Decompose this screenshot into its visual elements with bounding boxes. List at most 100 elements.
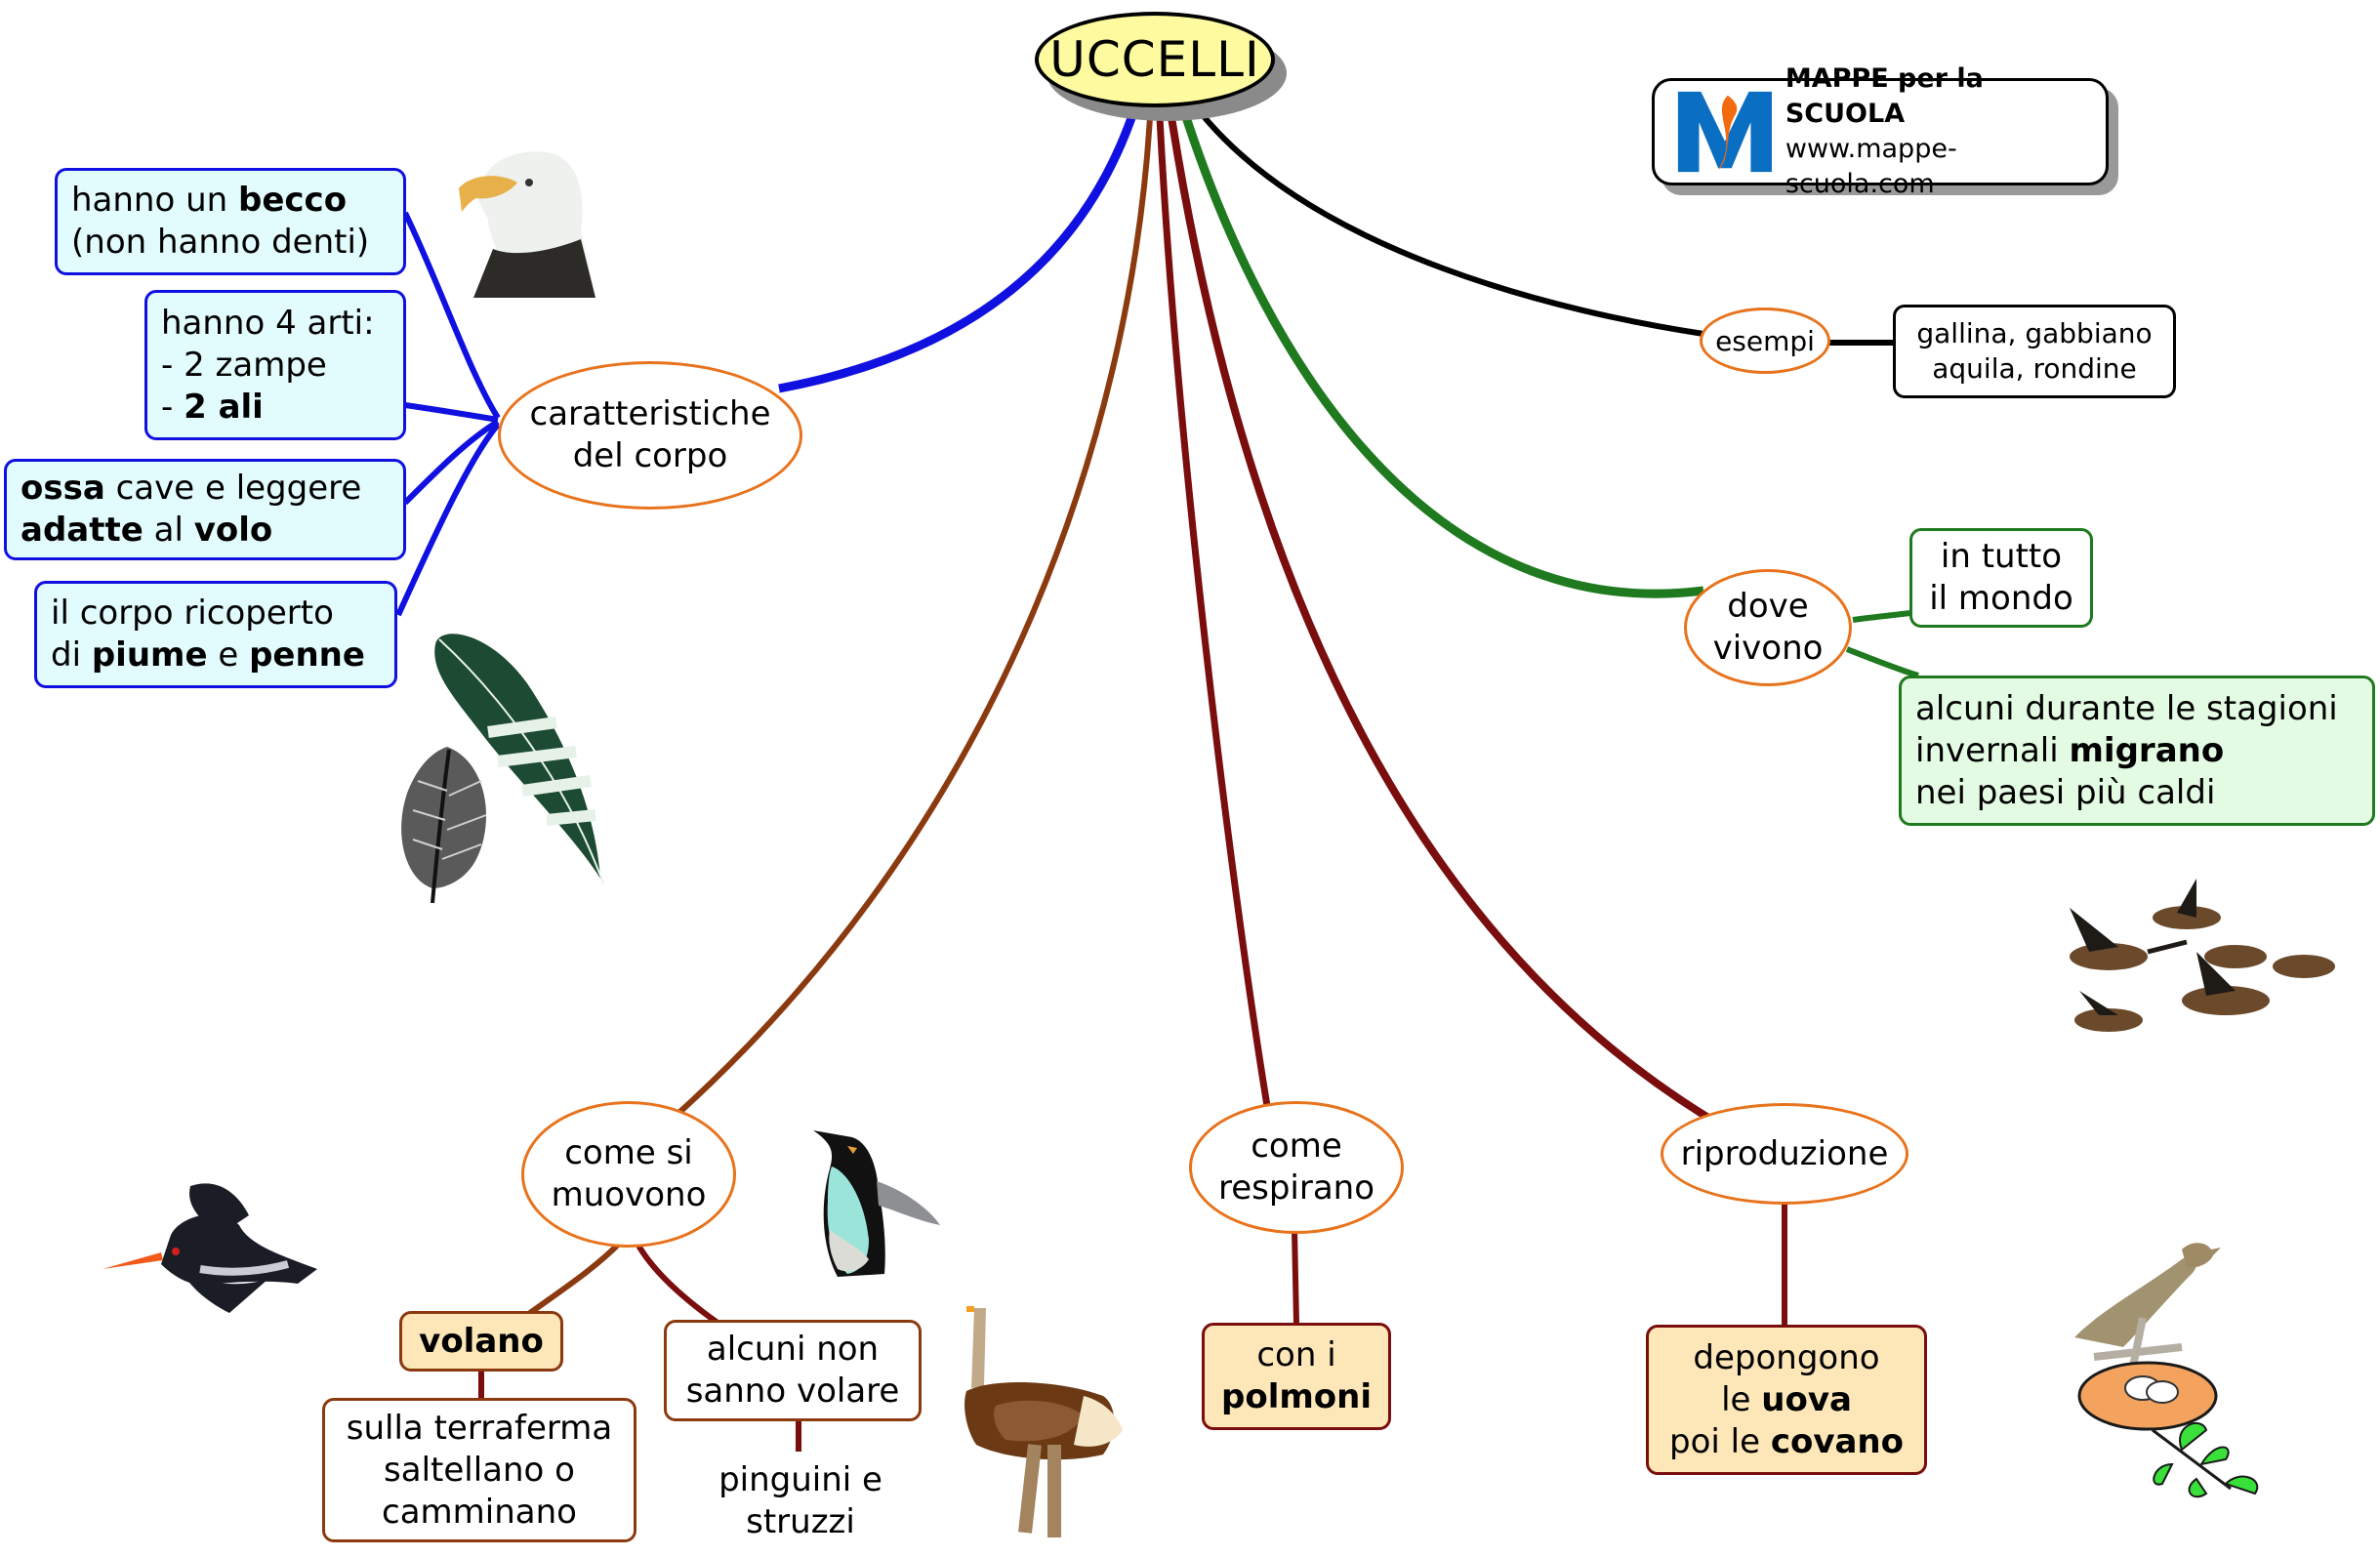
green-feather-illustration <box>434 634 604 884</box>
link-breathing-answer <box>1292 1229 1299 1325</box>
central-topic-uccelli[interactable]: UCCELLI <box>1035 12 1275 107</box>
node-examples[interactable]: esempi <box>1700 307 1830 374</box>
text-run: (non hanno denti) <box>71 223 370 262</box>
node-label: esempi <box>1715 324 1815 357</box>
text-line: - 2 ali <box>161 387 375 429</box>
bold-keyword: migrano <box>2069 730 2225 770</box>
node-label-line: vivono <box>1712 629 1824 668</box>
movement-line: sulla terraferma <box>346 1408 613 1448</box>
text-line: le uova <box>1669 1379 1904 1421</box>
text-line: poi le covano <box>1669 1421 1904 1463</box>
link-flightless <box>632 1236 719 1326</box>
node-label-line: del corpo <box>572 436 728 475</box>
text-run: hanno 4 arti: <box>161 303 375 343</box>
bold-keyword: ossa <box>21 469 105 508</box>
text-run: con i <box>1256 1335 1336 1374</box>
bold-keyword: 2 ali <box>184 387 264 427</box>
text-line: nei paesi più caldi <box>1915 772 2338 814</box>
text-run: di <box>51 635 92 675</box>
node-reproduction[interactable]: riproduzione <box>1661 1103 1908 1205</box>
text-run: hanno un <box>71 181 238 220</box>
node-label: riproduzione <box>1680 1133 1889 1173</box>
habitat-line: il mondo <box>1929 579 2073 618</box>
node-label-line: dove <box>1727 587 1809 626</box>
fact-beak[interactable]: hanno un becco(non hanno denti) <box>55 168 406 275</box>
node-body-characteristics[interactable]: caratteristiche del corpo <box>498 361 802 510</box>
text-line: invernali migrano <box>1915 730 2338 772</box>
text-line: di piume e penne <box>51 635 365 676</box>
text-line: polmoni <box>1221 1376 1372 1418</box>
movement-line: camminano <box>382 1492 577 1532</box>
link-movement <box>671 116 1153 1121</box>
logo-mappe-scuola[interactable]: MAPPE per la SCUOLA www.mappe-scuola.com <box>1652 63 2109 199</box>
text-run: invernali <box>1915 730 2070 770</box>
movement-fly[interactable]: volano <box>399 1311 563 1372</box>
node-label-line: come <box>1251 1127 1342 1166</box>
movement-ground[interactable]: sulla terraferma saltellano o camminano <box>322 1398 636 1542</box>
text-run: depongono <box>1693 1337 1880 1377</box>
node-label-line: caratteristiche <box>529 394 771 433</box>
movement-flightless[interactable]: alcuni non sanno volare <box>664 1320 922 1421</box>
fact-limbs[interactable]: hanno 4 arti:- 2 zampe- 2 ali <box>144 290 406 440</box>
link-body <box>778 113 1137 393</box>
text-run: poi le <box>1669 1421 1771 1461</box>
text-run: nei paesi più caldi <box>1915 772 2216 812</box>
central-topic-label: UCCELLI <box>1049 30 1260 88</box>
text-line: depongono <box>1669 1337 1904 1379</box>
node-habitat[interactable]: dove vivono <box>1684 569 1852 686</box>
node-breathing[interactable]: come respirano <box>1189 1101 1404 1234</box>
habitat-line: in tutto <box>1940 537 2063 576</box>
link-examples <box>1200 113 1704 337</box>
text-line: con i <box>1221 1334 1372 1376</box>
mappe-logo-icon <box>1677 91 1772 173</box>
movement-line: saltellano o <box>384 1450 575 1490</box>
bold-keyword: piume <box>91 635 208 675</box>
bold-keyword: becco <box>238 181 348 220</box>
bold-keyword: volo <box>193 511 273 550</box>
text-run: - <box>161 387 185 427</box>
ostrich-illustration <box>964 1306 1123 1537</box>
logo-url[interactable]: www.mappe-scuola.com <box>1785 134 1957 199</box>
movement-fly-label: volano <box>419 1321 544 1361</box>
link-fact-beak <box>402 211 501 420</box>
penguin-illustration <box>813 1130 940 1277</box>
text-run: alcuni durante le stagioni <box>1915 688 2338 728</box>
node-label-line: muovono <box>551 1175 707 1214</box>
eagle-head-illustration <box>459 151 595 298</box>
examples-line: aquila, rondine <box>1932 352 2137 385</box>
text-line: alcuni durante le stagioni <box>1915 688 2338 730</box>
link-fact-feathers <box>395 423 501 617</box>
logo-name: MAPPE per la SCUOLA <box>1785 63 1984 129</box>
bold-keyword: adatte <box>21 511 144 550</box>
bird-on-nest-illustration <box>2074 1243 2259 1498</box>
link-habitat-everywhere <box>1852 610 1911 623</box>
link-reproduction <box>1168 116 1711 1122</box>
text-run: il corpo ricoperto <box>51 594 334 633</box>
movement-line: alcuni non <box>706 1330 880 1369</box>
movement-line: sanno volare <box>685 1372 900 1411</box>
text-line: (non hanno denti) <box>71 222 369 264</box>
text-run: - 2 zampe <box>161 345 327 385</box>
habitat-everywhere[interactable]: in tutto il mondo <box>1909 528 2093 628</box>
movement-line: pinguini e <box>718 1460 882 1499</box>
examples-line: gallina, gabbiano <box>1916 317 2153 349</box>
rich-text: hanno 4 arti:- 2 zampe- 2 ali <box>161 303 375 429</box>
text-run: cave e leggere <box>104 469 362 508</box>
link-fly <box>521 1235 628 1321</box>
examples-list[interactable]: gallina, gabbiano aquila, rondine <box>1893 305 2176 398</box>
node-label-line: respirano <box>1217 1168 1375 1208</box>
link-fact-limbs <box>404 402 499 423</box>
node-movement[interactable]: come si muovono <box>521 1101 736 1248</box>
text-line: adatte al volo <box>21 510 361 552</box>
link-breathing <box>1156 116 1271 1107</box>
